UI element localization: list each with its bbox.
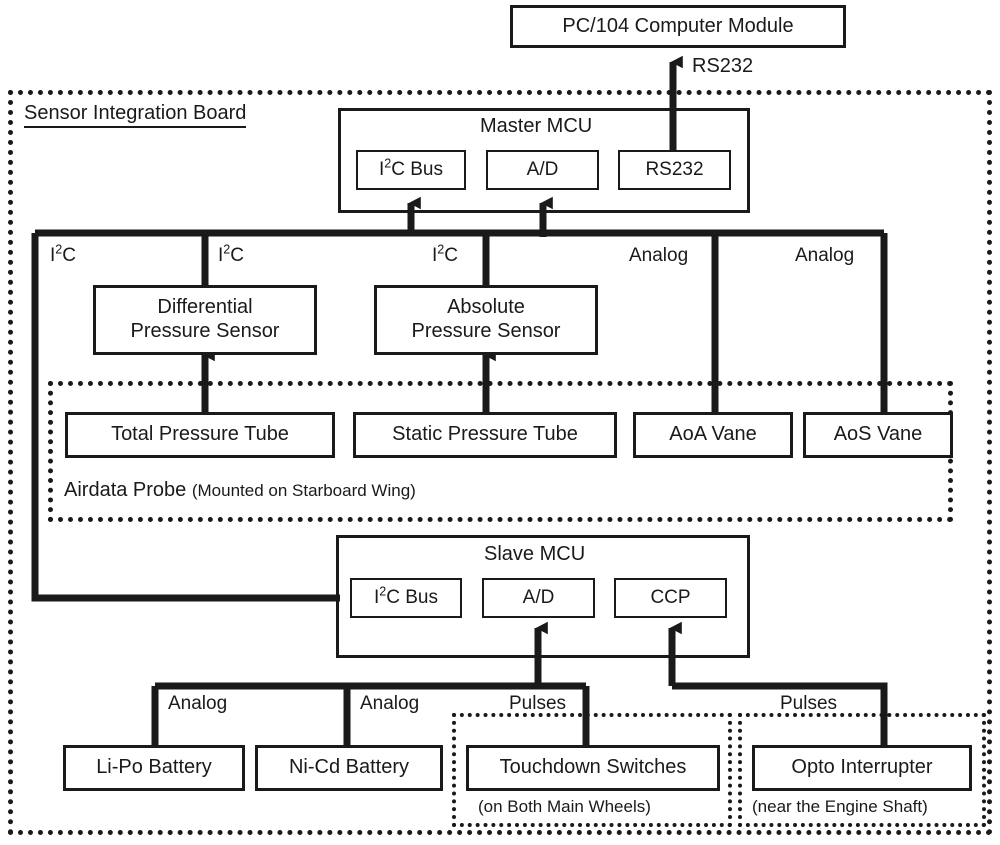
bus-label-i2c-left: I2C [50, 242, 76, 266]
opto-interrupter-note: (near the Engine Shaft) [752, 797, 928, 816]
absolute-line2: Pressure Sensor [411, 320, 561, 342]
sensor-integration-board-label: Sensor Integration Board [24, 102, 247, 128]
master-mcu-group [338, 108, 750, 213]
aoa-vane-label: AoA Vane [669, 423, 757, 446]
aoa-vane-box[interactable]: AoA Vane [633, 412, 793, 458]
nicd-battery-label: Ni-Cd Battery [288, 756, 410, 779]
aos-vane-box[interactable]: AoS Vane [803, 412, 953, 458]
differential-line1: Differential [157, 296, 253, 319]
absolute-line1: Absolute [447, 296, 525, 319]
slave-i2c-bus-label: I2C Bus [373, 584, 438, 608]
bus-label-pulses-opto: Pulses [780, 693, 838, 714]
static-pressure-tube-box[interactable]: Static Pressure Tube [353, 412, 617, 458]
absolute-pressure-sensor-box[interactable]: Absolute Pressure Sensor [374, 285, 598, 355]
lipo-battery-label: Li-Po Battery [96, 756, 212, 779]
differential-line2: Pressure Sensor [130, 320, 280, 342]
differential-pressure-sensor-box[interactable]: Differential Pressure Sensor [93, 285, 317, 355]
bus-label-analog-aos: Analog [795, 245, 855, 266]
touchdown-switches-label: Touchdown Switches [499, 756, 687, 779]
opto-interrupter-box[interactable]: Opto Interrupter [752, 745, 972, 791]
pc104-computer-module-box[interactable]: PC/104 Computer Module [510, 5, 846, 48]
slave-i2c-bus-box[interactable]: I2C Bus [350, 578, 462, 618]
slave-ad-label: A/D [522, 586, 555, 608]
opto-interrupter-enclosure [738, 713, 986, 827]
nicd-battery-box[interactable]: Ni-Cd Battery [255, 745, 443, 791]
sensor-integration-board-enclosure [8, 90, 992, 835]
bus-ccp-right [672, 682, 888, 745]
lipo-battery-box[interactable]: Li-Po Battery [63, 745, 245, 791]
touchdown-switches-note: (on Both Main Wheels) [478, 797, 651, 816]
opto-interrupter-label: Opto Interrupter [791, 756, 933, 779]
airdata-probe-name: Airdata Probe [64, 479, 187, 501]
slave-ccp-label: CCP [650, 586, 691, 608]
bus-label-analog-lipo: Analog [168, 693, 228, 714]
link-i2c-left-to-slave [31, 233, 340, 602]
bus-label-i2c-absolute: I2C [432, 242, 458, 266]
slave-mcu-title: Slave MCU [484, 543, 586, 565]
touchdown-switches-box[interactable]: Touchdown Switches [466, 745, 720, 791]
slave-ccp-box[interactable]: CCP [614, 578, 727, 618]
pc104-label: PC/104 Computer Module [562, 14, 794, 37]
airdata-probe-caption: Airdata Probe (Mounted on Starboard Wing… [64, 479, 416, 502]
bus-label-i2c-differential: I2C [218, 242, 244, 266]
bus-label-analog-nicd: Analog [360, 693, 420, 714]
bus-label-analog-aoa: Analog [629, 245, 689, 266]
airdata-probe-note: (Mounted on Starboard Wing) [191, 481, 416, 500]
total-pressure-tube-box[interactable]: Total Pressure Tube [65, 412, 335, 458]
master-rs232-label: RS232 [645, 158, 704, 180]
static-pressure-tube-label: Static Pressure Tube [392, 423, 578, 446]
total-pressure-tube-label: Total Pressure Tube [111, 423, 289, 446]
slave-mcu-group [336, 535, 750, 658]
slave-ad-box[interactable]: A/D [482, 578, 595, 618]
master-i2c-bus-label: I2C Bus [378, 156, 443, 180]
master-ad-label: A/D [526, 158, 559, 180]
touchdown-switches-enclosure [452, 713, 732, 827]
master-rs232-box[interactable]: RS232 [618, 150, 731, 190]
master-mcu-title: Master MCU [480, 115, 593, 137]
master-ad-box[interactable]: A/D [486, 150, 599, 190]
bus-label-pulses-touchdown: Pulses [509, 693, 567, 714]
master-i2c-bus-box[interactable]: I2C Bus [356, 150, 466, 190]
rs232-link-label: RS232 [692, 55, 754, 77]
aos-vane-label: AoS Vane [833, 423, 923, 446]
